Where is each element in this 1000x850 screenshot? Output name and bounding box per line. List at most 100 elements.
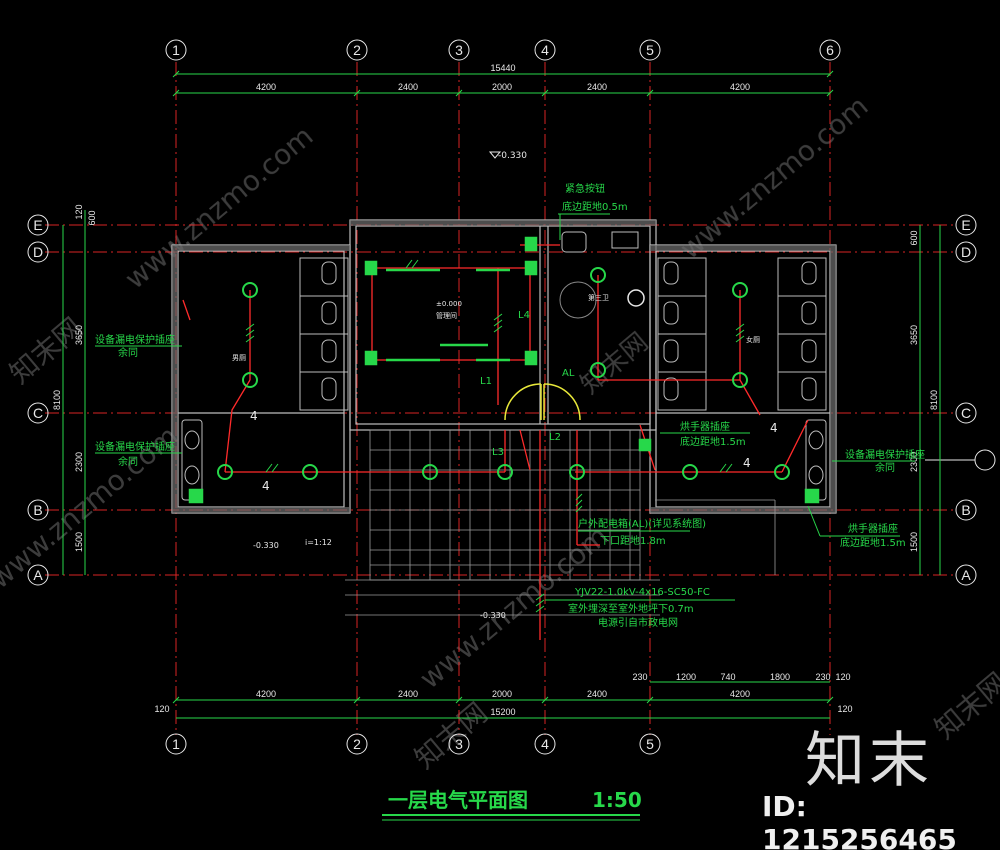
axis-col-1-top: 1 (172, 42, 180, 58)
dim-right-span-3: 2300 (909, 452, 919, 472)
dim-sub-2: 1200 (676, 672, 696, 682)
room-label-left: 男厕 (232, 354, 246, 362)
circuit-no-4b: 4 (262, 479, 270, 493)
label-emergency-button: 紧急按钮 (565, 182, 605, 195)
label-left-lower-same: 余同 (118, 455, 138, 468)
room-label-mgmt: 管理间 (436, 311, 457, 320)
dim-sub-1: 230 (632, 672, 647, 682)
light-fixtures (217, 267, 790, 480)
label-emergency-height: 底边距地0.5m (562, 200, 628, 213)
ceiling-light-entry-1 (422, 464, 438, 480)
axis-col-4-top: 4 (541, 42, 549, 58)
circuit-no-4a: 4 (250, 409, 258, 423)
dimension-text: 15440 4200 2400 2000 2400 4200 4200 2400… (52, 63, 939, 717)
label-al: AL (562, 368, 575, 379)
axis-col-2-top: 2 (353, 42, 361, 58)
axis-row-A-left: A (33, 567, 43, 583)
dim-left-span-2: 600 (87, 210, 97, 225)
axis-col-1-bottom: 1 (172, 736, 180, 752)
title-block: 一层电气平面图 1:50 (382, 788, 642, 821)
axis-col-5-bottom: 5 (646, 736, 654, 752)
label-cable-note: 室外埋深至室外地坪下0.7m (568, 602, 694, 615)
axis-row-B-right: B (961, 502, 970, 518)
dim-bottom-span-3: 2000 (492, 689, 512, 699)
axis-col-2-bottom: 2 (353, 736, 361, 752)
dimension-lines (62, 70, 941, 719)
axis-row-C-left: C (33, 405, 43, 421)
axis-col-5-top: 5 (646, 42, 654, 58)
drawing-title: 一层电气平面图 (388, 788, 528, 812)
level-bottom: -0.330 (480, 611, 506, 620)
ceiling-light-right-4 (732, 372, 748, 388)
ceiling-light-entry-3 (569, 464, 585, 480)
axis-row-B-left: B (33, 502, 42, 518)
dim-right-span-4: 1500 (909, 532, 919, 552)
dim-bottom-edge-left: 120 (154, 704, 169, 714)
watermark-text-8: 知末网 (575, 327, 654, 400)
label-cable-main: YJV22-1.0kV-4x16-SC50-FC (574, 587, 710, 598)
watermark-text-7: 知末网 (928, 666, 1000, 745)
dim-left-span-5: 1500 (74, 532, 84, 552)
dim-sub-4: 1800 (770, 672, 790, 682)
dim-sub-3: 740 (720, 672, 735, 682)
ceiling-light-center-2 (590, 362, 606, 378)
axis-bubbles-top: 1 2 3 4 5 6 (165, 39, 841, 61)
axis-col-6-top: 6 (826, 42, 834, 58)
watermark-text-2: 知末网 (3, 311, 89, 390)
label-left-lower-socket: 设备漏电保护插座 (95, 440, 175, 453)
label-l3: L3 (492, 447, 504, 458)
watermark-text-3: www.znzmo.com (673, 89, 874, 265)
dim-bottom-span-4: 2400 (587, 689, 607, 699)
brand-logo: 知末 (805, 726, 933, 796)
fluorescent-lights (188, 236, 820, 504)
label-l2: L2 (549, 432, 561, 443)
label-right-upper-same: 余同 (875, 461, 895, 474)
dim-bottom-span-2: 2400 (398, 689, 418, 699)
label-l4: L4 (518, 310, 530, 321)
dim-left-span-3: 3650 (74, 325, 84, 345)
room-label-center: 第三卫 (588, 293, 609, 302)
ceiling-light-left-4 (302, 464, 318, 480)
dim-top-span-4: 2400 (587, 82, 607, 92)
dim-left-total: 8100 (52, 390, 62, 410)
axis-row-C-right: C (961, 405, 971, 421)
circuit-no-4d: 4 (743, 456, 751, 470)
dim-right-span-1: 600 (909, 230, 919, 245)
dim-sub-6: 120 (835, 672, 850, 682)
ceiling-light-right-1 (682, 464, 698, 480)
room-label-level: ±0.000 (436, 300, 462, 308)
ceiling-light-left-1 (242, 282, 258, 298)
dim-top-span-5: 4200 (730, 82, 750, 92)
label-l1: L1 (480, 376, 492, 387)
ceiling-light-left-3 (217, 464, 233, 480)
label-hand-dryer-2-height: 底边距地1.5m (840, 536, 906, 549)
door-swings (504, 383, 581, 421)
watermark-text-1: www.znzmo.com (118, 119, 319, 295)
axis-row-A-right: A (961, 567, 971, 583)
ceiling-light-mgmt (559, 281, 597, 319)
toilet-stalls-right (561, 231, 827, 501)
ceiling-light-right-3 (732, 282, 748, 298)
dim-right-total: 8100 (929, 390, 939, 410)
level-top: -0.330 (498, 151, 527, 161)
label-cable-note-2: 电源引自市政电网 (598, 616, 678, 629)
brand-id-label: ID: 1215256465 (762, 790, 957, 850)
drawing-scale: 1:50 (592, 788, 642, 812)
exhaust-fan (627, 289, 645, 307)
ramp-slope: i=1:12 (305, 538, 332, 547)
label-hand-dryer-1-height: 底边距地1.5m (680, 435, 746, 448)
dim-bottom-span-5: 4200 (730, 689, 750, 699)
level-left-bottom: -0.330 (253, 541, 279, 550)
axis-row-D-left: D (33, 244, 43, 260)
watermark-text-6: 知末网 (408, 696, 494, 775)
label-left-upper-same: 余同 (118, 346, 138, 359)
dim-top-span-3: 2000 (492, 82, 512, 92)
circuit-no-4c: 4 (770, 421, 778, 435)
dim-bottom-span-1: 4200 (256, 689, 276, 699)
axis-bubbles-rows: E D C B A E D C B A (27, 214, 996, 586)
axis-col-3-bottom: 3 (455, 736, 463, 752)
label-right-upper-socket: 设备漏电保护插座 (845, 448, 925, 461)
room-label-right: 女厕 (746, 335, 760, 344)
dim-bottom-edge-right: 120 (837, 704, 852, 714)
